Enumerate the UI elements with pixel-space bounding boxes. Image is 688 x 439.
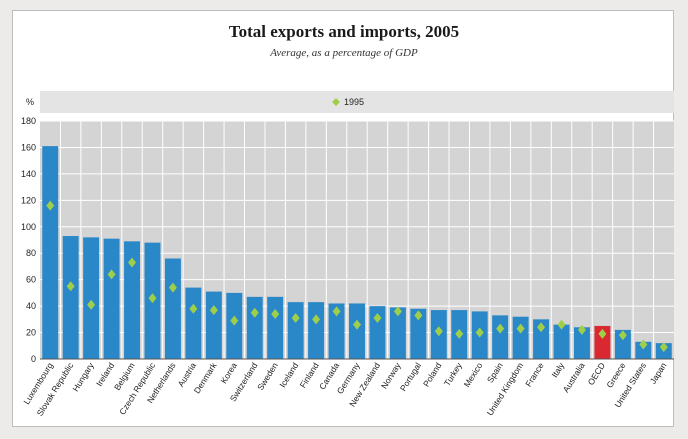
legend-marker-1995 [332,98,340,106]
marker-1995 [393,306,402,317]
marker-1995 [66,281,75,292]
bar-2005 [164,258,181,359]
y-tick-label: 60 [26,275,36,285]
bar-2005 [246,296,263,359]
y-tick-label: 120 [21,195,36,205]
marker-1995 [353,319,361,330]
bar-2005 [512,316,529,359]
bar-2005 [410,308,427,359]
bar-2005 [614,329,631,359]
bar-2005 [226,292,243,359]
bar-2005 [349,303,365,359]
chart-title: Total exports and imports, 2005 [228,22,460,41]
marker-1995 [209,305,218,316]
marker-1995 [250,307,259,318]
chart-subtitle: Average, as a percentage of GDP [270,47,418,59]
x-tick-label: Spain [485,361,505,385]
marker-1995 [107,269,116,280]
marker-1995 [128,257,137,268]
bar-2005 [62,236,79,359]
marker-1995 [639,339,648,350]
marker-1995 [312,314,321,325]
marker-1995 [148,293,157,304]
y-tick-label: 40 [26,301,36,311]
marker-1995 [496,323,505,334]
bar-2005 [83,237,100,359]
bar-2005 [369,306,386,359]
marker-1995 [332,306,341,317]
x-tick-label: Poland [421,361,444,389]
y-axis-label: % [26,97,34,107]
bar-2005 [635,341,652,359]
x-tick-label: OECD [586,361,607,387]
x-tick-label: Japan [648,361,669,386]
marker-1995 [516,323,525,334]
marker-1995 [230,315,239,326]
bar-2005 [492,315,509,359]
y-tick-label: 180 [21,116,36,126]
bar-2005 [389,307,406,359]
bar-2005 [573,327,590,359]
x-tick-label: Italy [549,360,566,379]
bar-2005 [267,296,284,359]
marker-1995 [557,319,566,330]
marker-1995 [46,200,55,211]
y-tick-label: 100 [21,222,36,232]
marker-1995 [455,328,464,339]
bar-2005 [328,303,345,359]
marker-1995 [659,342,668,353]
bar-2005 [42,146,59,359]
marker-1995 [87,299,96,310]
marker-1995 [373,313,382,324]
y-tick-label: 0 [31,354,36,364]
legend-band [40,91,674,113]
bar-2005 [553,324,570,359]
bar-2005 [533,319,550,359]
y-tick-label: 140 [21,169,36,179]
y-tick-label: 80 [26,248,36,258]
marker-1995 [291,313,300,324]
bar-2005 [205,291,222,359]
bar-2005 [308,302,325,359]
x-tick-label: Korea [218,361,239,386]
marker-1995 [271,309,280,320]
bar-2005 [594,325,611,359]
marker-1995 [168,282,177,293]
bar-2005 [103,238,120,359]
bar-2005 [185,287,202,359]
x-tick-label: Hungary [70,360,96,393]
y-tick-label: 160 [21,142,36,152]
marker-1995 [434,326,443,337]
marker-1995 [189,303,198,314]
bar-2005 [124,241,141,359]
marker-1995 [414,310,423,321]
marker-1995 [577,324,586,335]
bar-2005 [287,302,304,359]
x-tick-label: Mexico [462,361,485,389]
marker-1995 [618,330,627,341]
x-tick-label: France [523,361,546,389]
x-tick-label: Sweden [255,361,280,393]
marker-1995 [537,322,546,333]
legend-label-1995: 1995 [344,97,364,107]
y-tick-label: 20 [26,328,36,338]
marker-1995 [475,327,484,338]
marker-1995 [598,328,607,339]
